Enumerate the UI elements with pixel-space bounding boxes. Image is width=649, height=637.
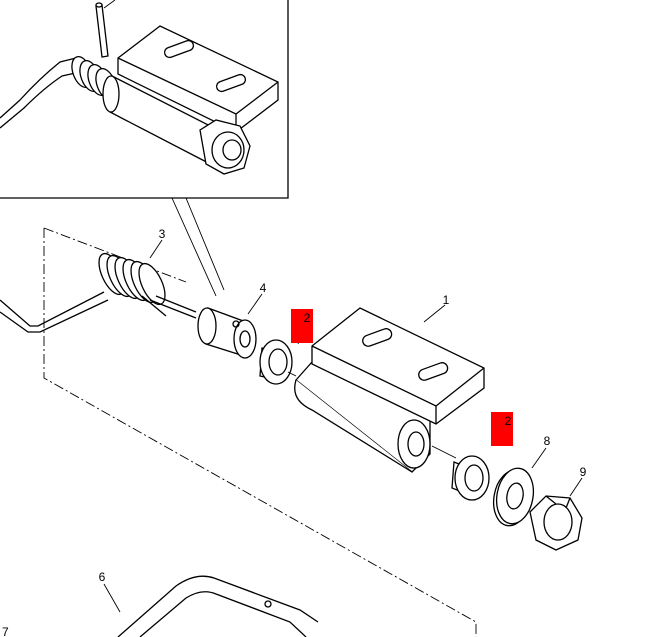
callout-1: 1 [443,293,450,307]
spring-part-3 [98,252,197,319]
callout-2-right: 2 [505,414,512,428]
highlight-box-2-right [491,412,513,446]
assembly-boundary [43,228,477,637]
inset-nut [199,119,251,175]
highlight-box-2-left [291,309,313,343]
inset-pin [95,0,116,58]
inset-plate [117,25,279,133]
detail-inset [0,0,289,297]
bushing-part-2-left [259,339,293,385]
callout-2-left: 2 [304,311,311,325]
hinge-body-part-1 [294,307,485,473]
bushing-part-2-right [451,455,490,501]
callout-6: 6 [99,570,106,584]
callout-9: 9 [580,465,587,479]
frame-part-6 [117,575,319,637]
rod-arm [0,291,105,327]
callout-7: 7 [2,625,9,637]
nut-part-9 [529,495,583,551]
callout-8: 8 [544,434,551,448]
collar-part-4 [197,307,257,359]
callout-4: 4 [260,281,267,295]
washer-part-8 [492,467,535,527]
callout-3: 3 [159,227,166,241]
